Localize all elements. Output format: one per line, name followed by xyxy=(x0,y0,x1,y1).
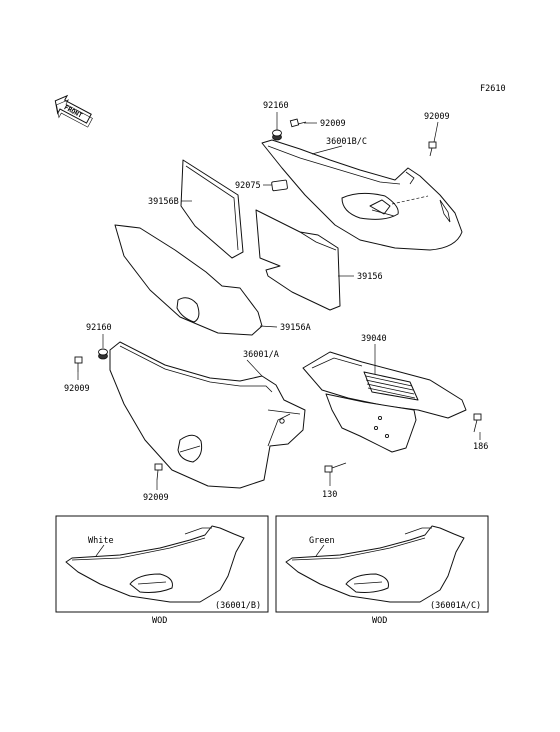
label-39156B: 39156B xyxy=(148,197,179,207)
pad-92075 xyxy=(271,179,288,192)
pad-39156A xyxy=(114,224,263,336)
label-186: 186 xyxy=(473,442,488,452)
label-92009-bottom: 92009 xyxy=(143,493,169,503)
rear-side-cover-36001B-C xyxy=(261,139,463,251)
variant-color-green: Green xyxy=(309,536,335,546)
variant-box-green: Green (36001A/C) WOD xyxy=(275,515,489,626)
variant-part-36001A-C: (36001A/C) xyxy=(430,601,481,611)
front-direction-arrow-icon: FRONT xyxy=(54,94,93,128)
grommet-92160-lower xyxy=(98,348,108,360)
leader-lines xyxy=(77,112,481,490)
label-39040: 39040 xyxy=(361,334,387,344)
variant-wod-label-1: WOD xyxy=(152,616,167,626)
bolt-92009-right xyxy=(428,141,437,157)
bolt-130 xyxy=(324,462,347,473)
variant-box-white: White (36001/B) WOD xyxy=(55,515,269,626)
figure-code: F2610 xyxy=(480,84,506,94)
label-92009-top: 92009 xyxy=(320,119,346,129)
heat-guard-39040 xyxy=(302,351,467,453)
label-39156A: 39156A xyxy=(280,323,311,333)
label-92009-right: 92009 xyxy=(424,112,450,122)
label-39156: 39156 xyxy=(357,272,383,282)
side-cover-36001-A xyxy=(109,341,306,489)
variant-part-36001-B: (36001/B) xyxy=(215,601,261,611)
bolt-92009-bottom xyxy=(154,463,163,481)
label-92160-upper: 92160 xyxy=(263,101,289,111)
label-92009-left: 92009 xyxy=(64,384,90,394)
label-92075: 92075 xyxy=(235,181,261,191)
variant-color-white: White xyxy=(88,536,114,546)
variant-wod-label-2: WOD xyxy=(372,616,387,626)
heat-guard-fins xyxy=(365,375,416,399)
pad-39156B xyxy=(180,159,244,259)
bolt-186 xyxy=(473,413,482,433)
label-36001-A: 36001/A xyxy=(243,350,279,360)
label-130: 130 xyxy=(322,490,337,500)
label-36001B-C: 36001B/C xyxy=(326,137,367,147)
bolt-92009-top xyxy=(289,118,307,128)
bolt-92009-left xyxy=(74,356,83,372)
label-92160-lower: 92160 xyxy=(86,323,112,333)
pad-39156 xyxy=(255,209,341,311)
grommet-92160-upper xyxy=(272,129,282,141)
